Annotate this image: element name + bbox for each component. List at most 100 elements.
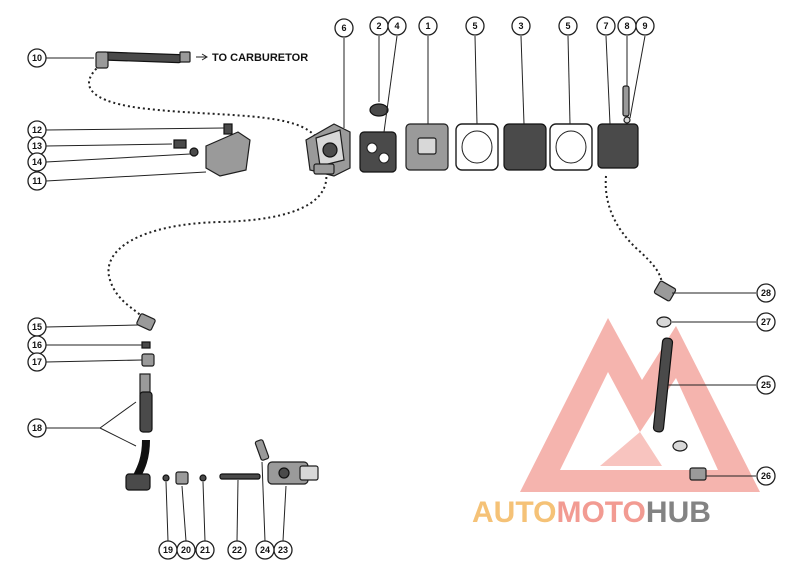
- callout-17: 17: [27, 352, 47, 372]
- watermark-hub: HUB: [646, 496, 711, 529]
- watermark-logo: AUTOMOTOHUB: [472, 318, 760, 529]
- svg-text:3: 3: [518, 21, 523, 31]
- hose-to-carburetor: [88, 61, 319, 141]
- callout-11: 11: [27, 171, 47, 191]
- svg-text:6: 6: [341, 23, 346, 33]
- callout-26: 26: [756, 466, 776, 486]
- callout-4: 4: [387, 16, 407, 36]
- svg-text:18: 18: [32, 423, 42, 433]
- svg-text:16: 16: [32, 340, 42, 350]
- pump-cover: [597, 123, 639, 169]
- diaphragm: [503, 123, 547, 171]
- svg-text:15: 15: [32, 322, 42, 332]
- o-ring-small-2: [199, 474, 207, 482]
- svg-text:14: 14: [32, 157, 42, 167]
- valve-bolt: [254, 439, 270, 461]
- callout-12: 12: [27, 120, 47, 140]
- callout-19: 19: [158, 540, 178, 560]
- callout-13: 13: [27, 136, 47, 156]
- svg-text:12: 12: [32, 125, 42, 135]
- callout-6: 6: [334, 18, 354, 38]
- elbow-fitting-right: [653, 280, 677, 302]
- leader-lines: [45, 35, 756, 542]
- callout-14: 14: [27, 152, 47, 172]
- pump-plate: [405, 123, 449, 171]
- callout-2: 2: [369, 16, 389, 36]
- svg-text:26: 26: [761, 471, 771, 481]
- svg-text:8: 8: [624, 21, 629, 31]
- callout-3: 3: [511, 16, 531, 36]
- fuel-pump-body: [305, 123, 351, 177]
- callout-23: 23: [273, 540, 293, 560]
- svg-text:2: 2: [376, 21, 381, 31]
- svg-text:10: 10: [32, 53, 42, 63]
- fitting-elbow: [136, 313, 156, 331]
- svg-text:9: 9: [642, 21, 647, 31]
- callouts: 1 2 3 4 5 5 6 7 8 9 10 11 12 13 14 15 16…: [27, 16, 776, 560]
- callout-22: 22: [227, 540, 247, 560]
- svg-text:22: 22: [232, 545, 242, 555]
- callout-27: 27: [756, 312, 776, 332]
- callout-9: 9: [635, 16, 655, 36]
- watermark-triangle-inner: [600, 432, 662, 466]
- svg-text:23: 23: [278, 545, 288, 555]
- carburetor-label: TO CARBURETOR: [212, 52, 308, 64]
- svg-text:17: 17: [32, 357, 42, 367]
- svg-text:25: 25: [761, 380, 771, 390]
- fuel-line-to-carburetor: TO CARBURETOR: [95, 51, 308, 69]
- callout-21: 21: [195, 540, 215, 560]
- hose-clamp-top: [656, 316, 672, 328]
- svg-text:4: 4: [394, 21, 399, 31]
- svg-text:5: 5: [472, 21, 477, 31]
- svg-text:21: 21: [200, 545, 210, 555]
- plug-part: [369, 103, 389, 117]
- o-ring-small: [162, 474, 170, 482]
- watermark-moto: MOTO: [556, 496, 645, 529]
- svg-text:1: 1: [425, 21, 430, 31]
- callout-5-left: 5: [465, 16, 485, 36]
- fitting-connector: [175, 471, 189, 485]
- callout-24: 24: [255, 540, 275, 560]
- svg-text:27: 27: [761, 317, 771, 327]
- svg-text:13: 13: [32, 141, 42, 151]
- cover-screw: [622, 85, 630, 117]
- hose-cover-to-elbow: [604, 175, 663, 287]
- fitting-nut: [141, 341, 151, 349]
- svg-text:11: 11: [32, 176, 42, 186]
- hose-pump-to-fitting: [107, 171, 328, 323]
- fitting-bottom-right: [689, 467, 707, 481]
- watermark-triangle-mark: [520, 318, 760, 492]
- callout-8: 8: [617, 16, 637, 36]
- svg-text:24: 24: [260, 545, 270, 555]
- callout-1: 1: [418, 16, 438, 36]
- fuel-hose: [652, 337, 674, 433]
- fuel-line-assembly: [125, 373, 153, 491]
- callout-20: 20: [176, 540, 196, 560]
- svg-text:20: 20: [181, 545, 191, 555]
- callout-28: 28: [756, 283, 776, 303]
- hose-clamp-bottom: [672, 440, 688, 452]
- callout-16: 16: [27, 335, 47, 355]
- gasket-large-left: [455, 123, 499, 171]
- svg-text:19: 19: [163, 545, 173, 555]
- filter-screen: [219, 473, 261, 480]
- svg-text:7: 7: [603, 21, 608, 31]
- callout-25: 25: [756, 375, 776, 395]
- svg-text:28: 28: [761, 288, 771, 298]
- callout-7: 7: [596, 16, 616, 36]
- gasket-small: [359, 131, 397, 173]
- fuel-valve-body: [267, 461, 319, 485]
- callout-15: 15: [27, 317, 47, 337]
- watermark-text: AUTOMOTOHUB: [472, 496, 711, 529]
- svg-text:5: 5: [565, 21, 570, 31]
- cover-washer: [623, 116, 631, 124]
- callout-18: 18: [27, 418, 47, 438]
- callout-10: 10: [27, 48, 47, 68]
- fitting-sleeve: [141, 353, 155, 367]
- mounting-bracket: [173, 123, 251, 177]
- callout-5-right: 5: [558, 16, 578, 36]
- gasket-large-right: [549, 123, 593, 171]
- watermark-auto: AUTO: [472, 496, 556, 529]
